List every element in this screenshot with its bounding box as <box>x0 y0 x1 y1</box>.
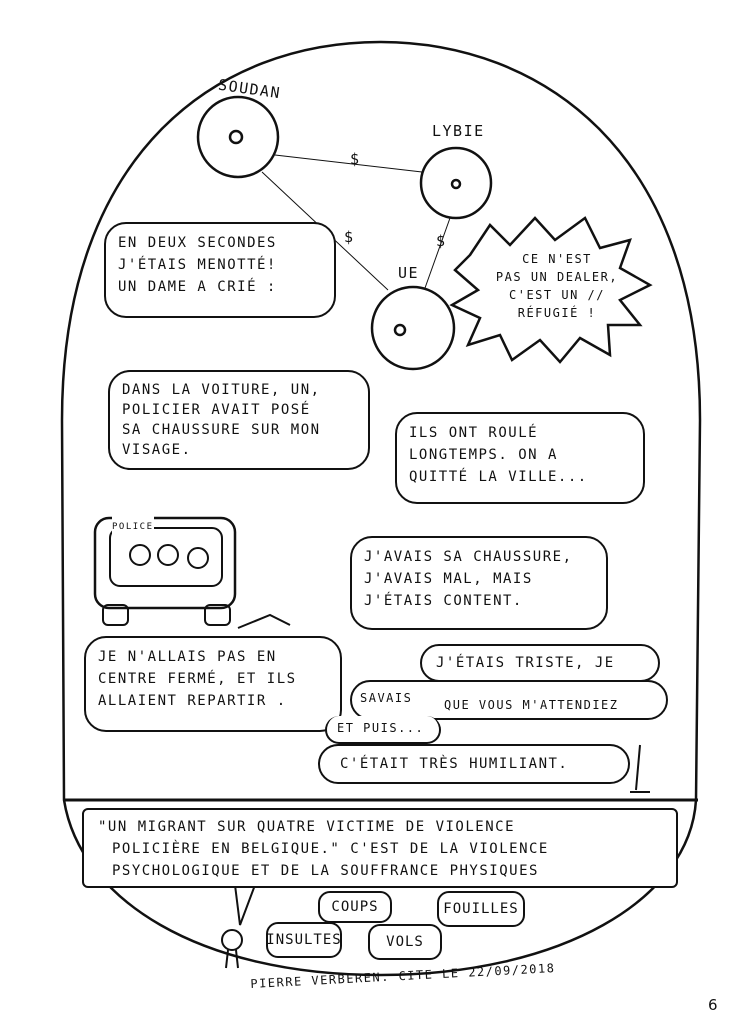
bubble-line: JE N'ALLAIS PAS EN <box>98 649 277 665</box>
bubble-line: PAS UN DEALER, <box>495 270 619 284</box>
bubble-line: CENTRE FERMÉ, ET ILS <box>98 671 297 687</box>
bubble-chaussure: J'AVAIS SA CHAUSSURE, J'AVAIS MAL, MAIS … <box>350 536 608 630</box>
bubble-voiture: DANS LA VOITURE, UN, POLICIER AVAIT POSÉ… <box>108 370 370 470</box>
bubble-line: UN DAME A CRIÉ : <box>118 279 277 295</box>
bubble-et-puis: ET PUIS... <box>325 716 441 744</box>
police-label: POLICE <box>112 516 154 538</box>
tag-insultes: INSULTES <box>266 922 342 958</box>
label-lybie: LYBIE <box>432 122 485 140</box>
bubble-line: C'EST UN // <box>509 288 605 302</box>
bubble-line: ALLAIENT REPARTIR . <box>98 693 287 709</box>
bubble-menotte: EN DEUX SECONDES J'ÉTAIS MENOTTÉ! UN DAM… <box>104 222 336 318</box>
bubble-line: VISAGE. <box>122 442 192 458</box>
bubble-line: POLICIER AVAIT POSÉ <box>122 402 311 418</box>
node-lybie <box>419 146 493 220</box>
bubble-line: J'AVAIS MAL, MAIS <box>364 571 533 587</box>
quote-box: "UN MIGRANT SUR QUATRE VICTIME DE VIOLEN… <box>82 808 678 888</box>
bubble-line: CE N'EST <box>522 252 592 266</box>
bubble-line: QUE VOUS M'ATTENDIEZ <box>444 698 619 712</box>
narrator-figure <box>221 929 243 951</box>
page-number: 6 <box>708 996 720 1014</box>
bubble-triste: J'ÉTAIS TRISTE, JE <box>420 644 660 682</box>
bubble-line: SA CHAUSSURE SUR MON <box>122 422 321 438</box>
quote-line: PSYCHOLOGIQUE ET DE LA SOUFFRANCE PHYSIQ… <box>112 863 539 879</box>
speaker-figure <box>630 744 650 793</box>
bubble-line: QUITTÉ LA VILLE... <box>409 469 588 485</box>
bubble-line: J'ÉTAIS MENOTTÉ! <box>118 257 277 273</box>
tag-vols: VOLS <box>368 924 442 960</box>
bubble-line: DANS LA VOITURE, UN, <box>122 382 321 398</box>
bubble-line: RÉFUGIÉ ! <box>517 306 597 320</box>
quote-line: "UN MIGRANT SUR QUATRE VICTIME DE VIOLEN… <box>98 819 516 835</box>
bubble-line: J'AVAIS SA CHAUSSURE, <box>364 549 573 565</box>
bubble-centre: JE N'ALLAIS PAS EN CENTRE FERMÉ, ET ILS … <box>84 636 342 732</box>
bubble-humiliant: C'ÉTAIT TRÈS HUMILIANT. <box>318 744 630 784</box>
quote-line: POLICIÈRE EN BELGIQUE." C'EST DE LA VIOL… <box>112 841 549 857</box>
shout-text: CE N'EST PAS UN DEALER, C'EST UN // RÉFU… <box>492 250 622 322</box>
tag-coups: COUPS <box>318 891 392 923</box>
tag-fouilles: FOUILLES <box>437 891 525 927</box>
label-dollar: $ <box>350 150 361 168</box>
link-soudan-lybie <box>274 154 423 173</box>
label-dollar: $ <box>344 228 355 246</box>
node-soudan <box>196 95 280 179</box>
node-ue <box>370 285 456 371</box>
bubble-line: LONGTEMPS. ON A <box>409 447 558 463</box>
label-dollar: $ <box>436 232 447 250</box>
panel-frame <box>60 40 702 977</box>
label-ue: UE <box>398 264 420 282</box>
bubble-line: J'ÉTAIS CONTENT. <box>364 593 523 609</box>
bubble-roule: ILS ONT ROULÉ LONGTEMPS. ON A QUITTÉ LA … <box>395 412 645 504</box>
link-lybie-ue <box>424 217 451 289</box>
bubble-line: SAVAIS <box>360 691 413 705</box>
quote-tail <box>234 884 256 926</box>
bubble-line: ILS ONT ROULÉ <box>409 425 539 441</box>
bubble-attendiez: SAVAIS QUE VOUS M'ATTENDIEZ <box>350 680 668 720</box>
police-car-drawing <box>93 516 291 629</box>
bubble-line: EN DEUX SECONDES <box>118 235 277 251</box>
shout-burst <box>449 216 653 364</box>
